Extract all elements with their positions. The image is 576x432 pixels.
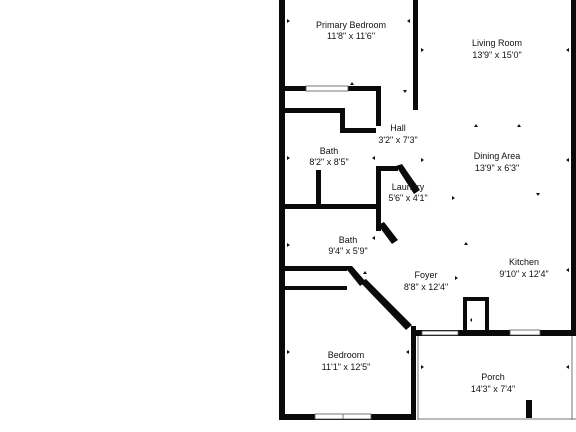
marker	[421, 158, 424, 162]
room-dims-hall: 3'2" x 7'3"	[378, 135, 417, 145]
wall-front	[411, 330, 576, 336]
marker	[372, 156, 375, 160]
wall-bedroom-angle	[344, 266, 366, 286]
marker	[517, 124, 521, 127]
room-dims-bath-2: 9'4" x 5'9"	[328, 246, 367, 256]
porch-outline	[417, 336, 576, 420]
wall-bath1-bottom	[285, 204, 377, 209]
room-name-bath-2: Bath	[339, 235, 358, 245]
marker	[407, 19, 410, 23]
wall-laundry-angle-top	[396, 164, 420, 194]
room-name-kitchen: Kitchen	[509, 257, 539, 267]
wall-laundry-top	[376, 166, 398, 171]
windows	[305, 85, 541, 420]
room-name-hall: Hall	[390, 123, 406, 133]
window-kitchen	[509, 329, 541, 336]
room-name-dining-area: Dining Area	[474, 151, 521, 161]
wall-laundry-angle-bottom	[378, 222, 398, 244]
room-dims-porch: 14'3" x 7'4"	[471, 384, 515, 394]
marker	[421, 365, 424, 369]
room-name-laundry: Laundry	[392, 182, 425, 192]
room-dims-living-room: 13'9" x 15'0"	[472, 50, 521, 60]
room-name-bedroom: Bedroom	[328, 350, 365, 360]
marker	[421, 48, 424, 52]
marker	[287, 350, 290, 354]
marker	[287, 156, 290, 160]
marker	[536, 193, 540, 196]
marker	[566, 365, 569, 369]
dimension-markers	[287, 19, 569, 369]
marker	[464, 242, 468, 245]
wall-bath1-top	[285, 108, 345, 113]
wall-bedroom-top	[285, 286, 347, 290]
room-dims-foyer: 8'8" x 12'4"	[404, 282, 448, 292]
marker	[350, 82, 354, 85]
front-door-opening	[421, 330, 459, 336]
room-name-bath-1: Bath	[320, 146, 339, 156]
wall-bedroom-east	[411, 326, 416, 420]
wall-kitchen-closet-right	[485, 297, 489, 335]
room-dims-laundry: 5'6" x 4'1"	[388, 193, 427, 203]
wall-west-outer	[279, 0, 285, 420]
room-labels: Primary Bedroom 11'8" x 11'6" Living Roo…	[309, 20, 548, 394]
marker	[566, 48, 569, 52]
marker	[566, 158, 569, 162]
room-name-living-room: Living Room	[472, 38, 522, 48]
marker	[406, 350, 409, 354]
marker	[474, 124, 478, 127]
porch-post	[526, 400, 532, 418]
marker	[455, 276, 458, 280]
wall-bath2-bottom	[285, 266, 347, 271]
marker	[566, 268, 569, 272]
marker	[287, 243, 290, 247]
marker	[452, 196, 455, 200]
room-dims-kitchen: 9'10" x 12'4"	[499, 269, 548, 279]
marker	[403, 90, 407, 93]
marker	[363, 271, 367, 274]
wall-kitchen-closet-left	[463, 297, 467, 335]
marker	[372, 236, 375, 240]
wall-bath1-closet	[340, 108, 345, 132]
room-dims-bath-1: 8'2" x 8'5"	[309, 157, 348, 167]
room-name-porch: Porch	[481, 372, 505, 382]
wall-bath1-vanity	[316, 170, 321, 206]
room-dims-dining-area: 13'9" x 6'3"	[475, 163, 519, 173]
wall-bath1-closet-bottom	[340, 128, 376, 133]
wall-laundry-west	[376, 166, 381, 231]
wall-primary-east	[413, 0, 418, 110]
room-name-primary-bedroom: Primary Bedroom	[316, 20, 386, 30]
wall-east-outer	[571, 0, 576, 335]
marker	[287, 19, 290, 23]
room-dims-bedroom: 11'1" x 12'5"	[322, 362, 371, 372]
marker	[470, 318, 472, 322]
room-name-foyer: Foyer	[414, 270, 437, 280]
wall-primary-closet-right	[376, 86, 381, 126]
primary-closet-opening	[305, 85, 349, 92]
wall-foyer-angle	[360, 279, 412, 330]
wall-kitchen-closet-top	[463, 297, 489, 301]
room-dims-primary-bedroom: 11'8" x 11'6"	[327, 31, 375, 41]
